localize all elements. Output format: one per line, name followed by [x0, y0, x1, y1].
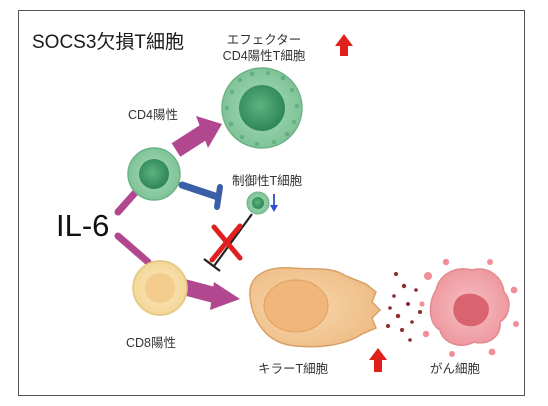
effector-label-line2: CD4陽性T細胞 [222, 49, 306, 63]
cd4-cell [127, 147, 181, 201]
killer-t-cell [249, 267, 382, 348]
treg-inhibits-cd8 [203, 213, 253, 272]
effector-label-line1: エフェクター [226, 33, 302, 47]
cd4-label: CD4陽性 [128, 108, 179, 122]
effector-cd4-cell [221, 67, 303, 149]
cd8-cell [132, 260, 188, 316]
treg-label: 制御性T細胞 [232, 174, 303, 188]
cancer-cell [419, 258, 519, 357]
effector-up-arrow-icon [335, 34, 353, 56]
treg-down-arrow-icon [270, 194, 278, 212]
diagram-title: SOCS3欠損T細胞 [32, 32, 185, 53]
cd4-inhibits-treg [178, 181, 223, 210]
il6-to-cd8-arrow [114, 232, 152, 266]
cancer-label: がん細胞 [430, 362, 481, 376]
cd8-label: CD8陽性 [126, 336, 177, 350]
blocked-x-icon [209, 223, 243, 263]
cd8-to-killer-arrow [177, 278, 240, 310]
cd4-to-effector-arrow [171, 116, 222, 157]
killer-label: キラーT細胞 [258, 362, 329, 376]
killer-up-arrow-icon [369, 348, 387, 372]
il6-label: IL-6 [56, 208, 110, 243]
cytotoxic-granules [386, 272, 422, 342]
treg-cell [246, 191, 270, 215]
